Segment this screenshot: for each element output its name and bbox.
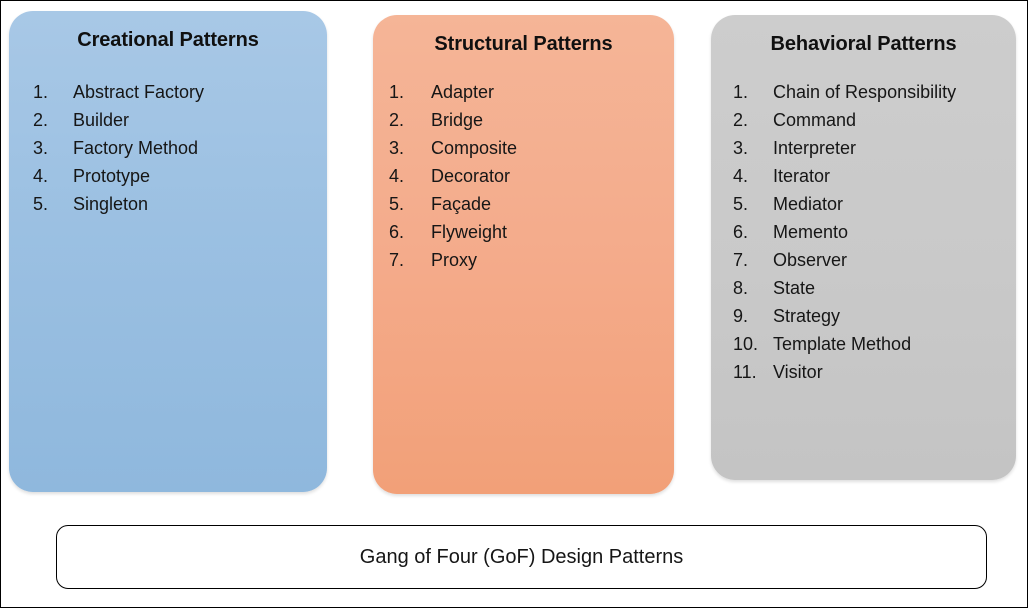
- list-item-number: 5.: [389, 194, 405, 214]
- pattern-list-behavioral: 1. Chain of Responsibility 2. Command 3.…: [711, 78, 1016, 386]
- list-item: 8. State: [733, 274, 1016, 302]
- list-item: 3. Interpreter: [733, 134, 1016, 162]
- list-item-label: Decorator: [431, 166, 511, 186]
- list-item-number: 8.: [733, 278, 749, 298]
- panel-title-creational: Creational Patterns: [77, 29, 259, 51]
- list-item-number: 3.: [33, 138, 49, 158]
- list-item-label: Bridge: [431, 110, 484, 130]
- list-item: 1. Chain of Responsibility: [733, 78, 1016, 106]
- list-item: 11. Visitor: [733, 358, 1016, 386]
- list-item-label: Visitor: [773, 362, 823, 382]
- list-item-number: 7.: [733, 250, 749, 270]
- list-item-number: 3.: [389, 138, 405, 158]
- list-item-label: Iterator: [773, 166, 831, 186]
- list-item: 1. Adapter: [389, 78, 674, 106]
- list-item: 7. Proxy: [389, 246, 674, 274]
- list-item-number: 1.: [33, 82, 49, 102]
- list-item-number: 1.: [733, 82, 749, 102]
- list-item: 1. Abstract Factory: [33, 78, 327, 106]
- list-item-number: 4.: [389, 166, 405, 186]
- list-item: 3. Factory Method: [33, 134, 327, 162]
- list-item-label: Proxy: [431, 250, 478, 270]
- panel-structural-patterns: Structural Patterns 1. Adapter 2. Bridge…: [373, 15, 674, 494]
- list-item-number: 4.: [33, 166, 49, 186]
- list-item: 4. Prototype: [33, 162, 327, 190]
- list-item-label: Flyweight: [431, 222, 508, 242]
- list-item-label: Command: [773, 110, 857, 130]
- list-item-label: Builder: [73, 110, 130, 130]
- list-item-label: Observer: [773, 250, 848, 270]
- list-item: 2. Command: [733, 106, 1016, 134]
- panel-title-structural: Structural Patterns: [434, 33, 613, 55]
- list-item-label: Mediator: [773, 194, 844, 214]
- list-item-number: 3.: [733, 138, 749, 158]
- list-item-number: 6.: [389, 222, 405, 242]
- list-item-label: Singleton: [73, 194, 149, 214]
- list-item: 2. Builder: [33, 106, 327, 134]
- list-item-number: 2.: [389, 110, 405, 130]
- list-item: 9. Strategy: [733, 302, 1016, 330]
- list-item-label: Chain of Responsibility: [773, 82, 957, 102]
- list-item: 5. Façade: [389, 190, 674, 218]
- list-item-label: Adapter: [431, 82, 495, 102]
- list-item-label: Composite: [431, 138, 518, 158]
- panel-creational-patterns: Creational Patterns 1. Abstract Factory …: [9, 11, 327, 492]
- list-item: 4. Iterator: [733, 162, 1016, 190]
- list-item-number: 10.: [733, 334, 759, 354]
- list-item-number: 2.: [33, 110, 49, 130]
- diagram-title: Gang of Four (GoF) Design Patterns: [359, 545, 684, 568]
- list-item-label: State: [773, 278, 816, 298]
- list-item: 6. Memento: [733, 218, 1016, 246]
- list-item-number: 2.: [733, 110, 749, 130]
- list-item-label: Interpreter: [773, 138, 857, 158]
- list-item-label: Factory Method: [73, 138, 199, 158]
- list-item: 5. Singleton: [33, 190, 327, 218]
- panel-behavioral-patterns: Behavioral Patterns 1. Chain of Responsi…: [711, 15, 1016, 480]
- footer-summary-box: Gang of Four (GoF) Design Patterns: [56, 525, 987, 589]
- list-item: 7. Observer: [733, 246, 1016, 274]
- list-item-number: 7.: [389, 250, 405, 270]
- list-item: 2. Bridge: [389, 106, 674, 134]
- list-item-number: 4.: [733, 166, 749, 186]
- list-item: 5. Mediator: [733, 190, 1016, 218]
- list-item-label: Façade: [431, 194, 492, 214]
- list-item-number: 1.: [389, 82, 405, 102]
- panel-title-behavioral: Behavioral Patterns: [770, 33, 957, 55]
- list-item-label: Prototype: [73, 166, 151, 186]
- list-item: 3. Composite: [389, 134, 674, 162]
- list-item: 10. Template Method: [733, 330, 1016, 358]
- pattern-list-structural: 1. Adapter 2. Bridge 3. Composite 4. Dec…: [373, 78, 674, 274]
- list-item-number: 6.: [733, 222, 749, 242]
- list-item-number: 5.: [33, 194, 49, 214]
- list-item-label: Template Method: [773, 334, 912, 354]
- list-item-label: Memento: [773, 222, 849, 242]
- list-item-number: 11.: [733, 362, 757, 382]
- pattern-list-creational: 1. Abstract Factory 2. Builder 3. Factor…: [9, 78, 327, 218]
- list-item: 6. Flyweight: [389, 218, 674, 246]
- list-item-number: 9.: [733, 306, 749, 326]
- list-item: 4. Decorator: [389, 162, 674, 190]
- list-item-number: 5.: [733, 194, 749, 214]
- list-item-label: Abstract Factory: [73, 82, 205, 102]
- list-item-label: Strategy: [773, 306, 841, 326]
